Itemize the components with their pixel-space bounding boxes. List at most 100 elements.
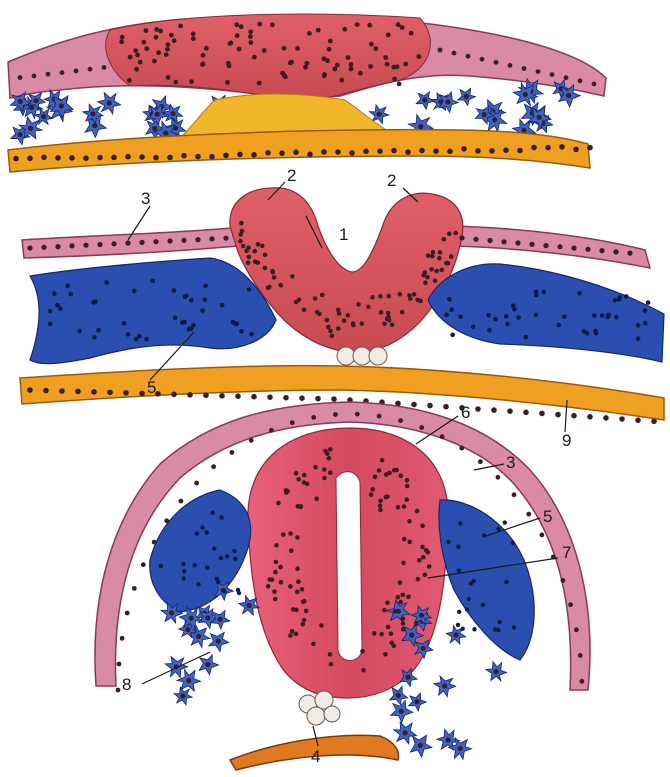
tube-nucleus <box>421 555 426 560</box>
endoderm-nucleus <box>475 406 481 412</box>
mesoderm-nucleus <box>203 284 208 289</box>
plate-nucleus <box>135 53 140 58</box>
ectoderm-nucleus <box>515 240 520 245</box>
label-1: 1 <box>339 225 348 244</box>
endoderm-nucleus <box>447 149 453 155</box>
groove-nucleus <box>426 253 431 258</box>
mesoderm-nucleus <box>562 315 567 320</box>
groove-nucleus <box>360 321 365 326</box>
plate-nucleus <box>257 81 262 86</box>
ectoderm-nucleus <box>478 459 483 464</box>
plate-nucleus <box>355 22 360 27</box>
groove-nucleus <box>320 293 325 298</box>
plate-nucleus <box>307 31 312 36</box>
mesoderm-nucleus <box>577 291 582 296</box>
mesenchyme-nucleus <box>152 126 157 131</box>
groove-nucleus <box>356 302 361 307</box>
plate-nucleus <box>249 40 254 45</box>
ectoderm-nucleus <box>311 415 316 420</box>
plate-nucleus <box>228 41 233 46</box>
tube-nucleus <box>302 473 307 478</box>
somite-nucleus <box>159 564 163 568</box>
endoderm-nucleus <box>651 419 657 425</box>
plate-nucleus <box>328 39 333 44</box>
groove-nucleus <box>315 310 320 315</box>
groove-nucleus <box>336 326 341 331</box>
groove-nucleus <box>408 296 413 301</box>
ectoderm-nucleus <box>550 72 555 77</box>
plate-nucleus <box>191 36 196 41</box>
tube-nucleus <box>273 570 278 575</box>
tube-nucleus <box>360 649 365 654</box>
ectoderm-nucleus <box>440 434 445 439</box>
stage2-ectoderm-right <box>452 226 650 268</box>
label-9: 9 <box>562 431 571 450</box>
groove-nucleus <box>290 274 295 279</box>
mesoderm-nucleus <box>617 295 622 300</box>
tube-nucleus <box>408 540 413 545</box>
tube-nucleus <box>296 504 301 509</box>
mesenchyme-nucleus <box>523 92 528 97</box>
ectoderm-nucleus <box>522 66 527 71</box>
plate-nucleus <box>342 27 347 32</box>
endoderm-nucleus <box>153 155 159 161</box>
groove-nucleus <box>390 322 395 327</box>
plate-nucleus <box>282 73 287 78</box>
plate-nucleus <box>152 59 157 64</box>
tube-nucleus <box>401 627 406 632</box>
tube-nucleus <box>402 504 407 509</box>
groove-nucleus <box>246 260 251 265</box>
plate-nucleus <box>128 55 133 60</box>
ectoderm-nucleus <box>574 627 579 632</box>
ectoderm-nucleus <box>195 237 200 242</box>
somite-nucleus <box>457 610 461 614</box>
plate-nucleus <box>178 24 183 29</box>
tube-nucleus <box>380 458 385 463</box>
ectoderm-nucleus <box>41 245 46 250</box>
tube-nucleus <box>401 616 406 621</box>
ectoderm-nucleus <box>125 611 130 616</box>
mesoderm-nucleus <box>104 280 109 285</box>
endoderm-nucleus <box>83 155 89 161</box>
tube-nucleus <box>272 589 277 594</box>
ectoderm-nucleus <box>564 75 569 80</box>
plate-nucleus <box>385 62 390 67</box>
mesoderm-nucleus <box>92 335 97 340</box>
ectoderm-nucleus <box>269 428 274 433</box>
plate-nucleus <box>257 22 262 27</box>
somite-nucleus <box>182 569 186 573</box>
ectoderm-nucleus <box>69 243 74 248</box>
somite-nucleus <box>193 563 197 567</box>
plate-nucleus <box>144 46 149 51</box>
endoderm-nucleus <box>27 156 33 162</box>
plate-nucleus <box>386 33 391 38</box>
mesoderm-nucleus <box>77 329 82 334</box>
mesoderm-nucleus <box>220 303 225 308</box>
endoderm-nucleus <box>531 145 537 151</box>
stage-1-neural-plate <box>8 14 606 172</box>
tube-nucleus <box>361 668 366 673</box>
plate-nucleus <box>368 64 373 69</box>
tube-nucleus <box>288 584 293 589</box>
mesoderm-nucleus <box>450 333 455 338</box>
plate-nucleus <box>316 28 321 33</box>
ectoderm-nucleus <box>141 562 146 567</box>
ectoderm-nucleus <box>194 481 199 486</box>
endoderm-nucleus <box>405 149 411 155</box>
groove-nucleus <box>297 298 302 303</box>
mesoderm-nucleus <box>235 322 240 327</box>
ectoderm-nucleus <box>181 238 186 243</box>
somite-nucleus <box>469 581 473 585</box>
mesoderm-nucleus <box>132 289 137 294</box>
ectoderm-nucleus <box>290 420 295 425</box>
mesenchyme-nucleus <box>458 746 463 751</box>
tube-nucleus <box>302 618 307 623</box>
somite-nucleus <box>233 557 237 561</box>
mesoderm-nucleus <box>126 332 131 337</box>
ectoderm-nucleus <box>60 70 65 75</box>
endoderm-nucleus <box>265 150 271 156</box>
plate-nucleus <box>392 77 397 82</box>
tube-nucleus <box>295 590 300 595</box>
tube-nucleus <box>313 465 318 470</box>
plate-nucleus <box>141 40 146 45</box>
